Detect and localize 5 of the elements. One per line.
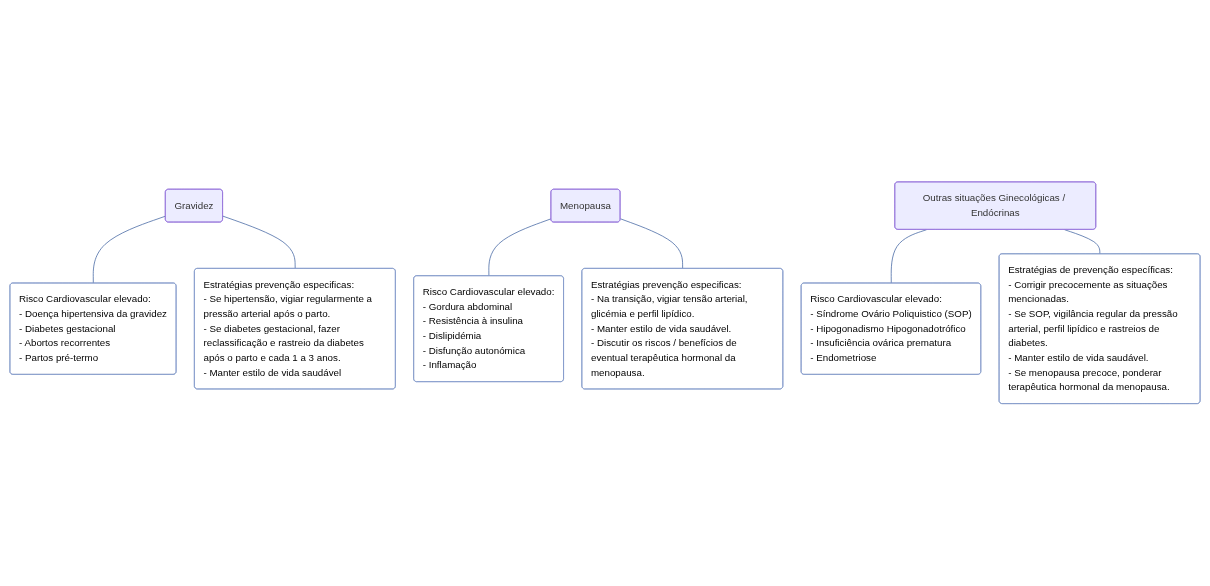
connector xyxy=(1064,229,1101,255)
connector xyxy=(222,216,296,270)
connector xyxy=(620,218,684,270)
connector xyxy=(92,216,166,284)
connector xyxy=(488,218,552,277)
